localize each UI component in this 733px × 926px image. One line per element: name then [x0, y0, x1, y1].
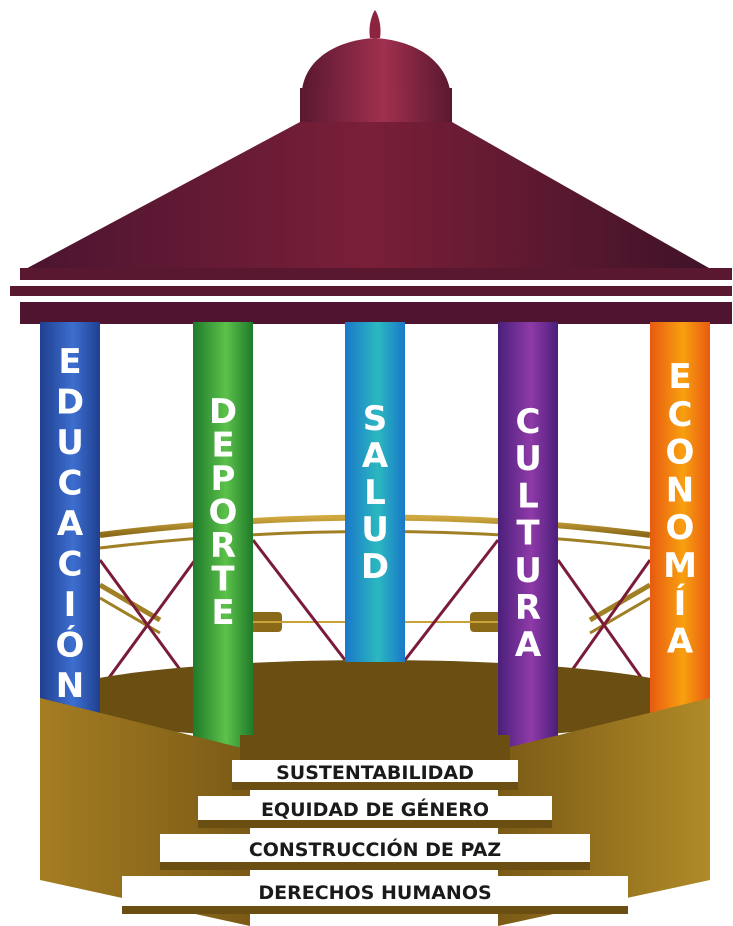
column-educacion-shaft	[40, 322, 100, 715]
dome-drum	[300, 88, 452, 124]
railing-braces	[98, 539, 652, 691]
column-deporte-shaft	[193, 322, 253, 755]
step-derechos-humanos-edge	[122, 906, 628, 914]
step-sustentabilidad: SUSTENTABILIDAD	[232, 760, 518, 790]
step-construccion-de-paz-label: CONSTRUCCIÓN DE PAZ	[249, 837, 501, 861]
roof-dome	[302, 38, 450, 90]
roof	[20, 122, 716, 272]
steps: SUSTENTABILIDAD EQUIDAD DE GÉNERO CONSTRUC…	[122, 760, 628, 914]
step-equidad-de-genero: EQUIDAD DE GÉNERO	[198, 796, 552, 828]
roof-eave-line	[10, 286, 732, 296]
step-sustentabilidad-label: SUSTENTABILIDAD	[276, 762, 474, 784]
roof-eave-top	[20, 268, 732, 280]
roof-beam	[20, 302, 732, 324]
step-equidad-de-genero-edge	[198, 820, 552, 828]
column-cultura-shaft	[498, 322, 558, 760]
roof-finial	[369, 10, 381, 38]
step-construccion-de-paz: CONSTRUCCIÓN DE PAZ	[160, 834, 590, 870]
step-sustentabilidad-edge	[232, 782, 518, 790]
step-equidad-de-genero-label: EQUIDAD DE GÉNERO	[261, 798, 489, 821]
step-derechos-humanos-label: DERECHOS HUMANOS	[258, 882, 491, 904]
step-construccion-de-paz-edge	[160, 862, 590, 870]
step-derechos-humanos: DERECHOS HUMANOS	[122, 876, 628, 914]
column-salud-shaft	[345, 322, 405, 662]
column-economia-shaft	[650, 322, 710, 715]
